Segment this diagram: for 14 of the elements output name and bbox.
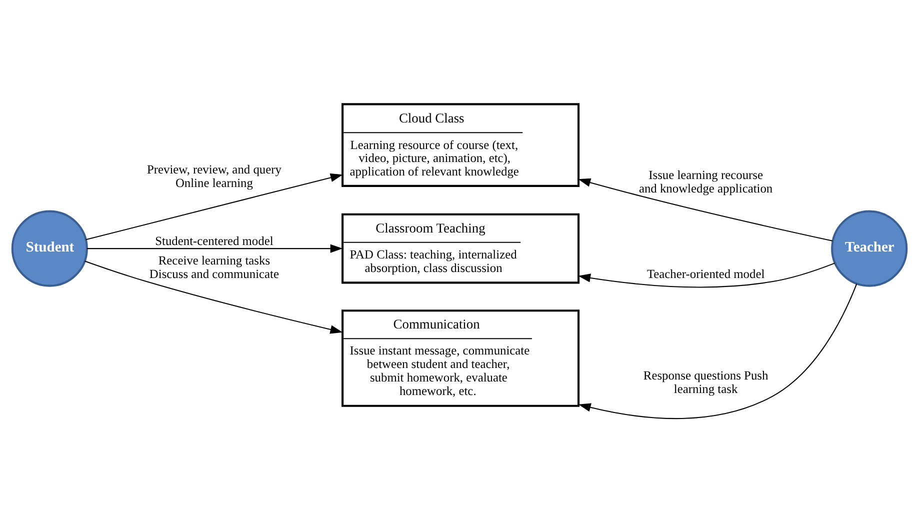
arrow: [86, 244, 343, 253]
arrow: [578, 262, 835, 288]
node-circle: Student: [11, 210, 88, 287]
arrow: [578, 178, 833, 242]
arrow: [578, 284, 858, 419]
edge-label: Preview, review, and query Online learning: [146, 162, 282, 190]
edge-label: Response questions Push learning task: [643, 368, 768, 396]
node-circle: Teacher: [831, 210, 908, 287]
edge-label: Student-centered model: [155, 234, 274, 248]
edge-label: Receive learning tasks Discuss and communicate: [149, 254, 279, 282]
arrow: [86, 173, 343, 240]
arrow: [84, 260, 343, 334]
edge-label: Teacher-oriented model: [646, 267, 765, 282]
edge-label: Issue learning recourse and knowledge application: [638, 168, 773, 196]
